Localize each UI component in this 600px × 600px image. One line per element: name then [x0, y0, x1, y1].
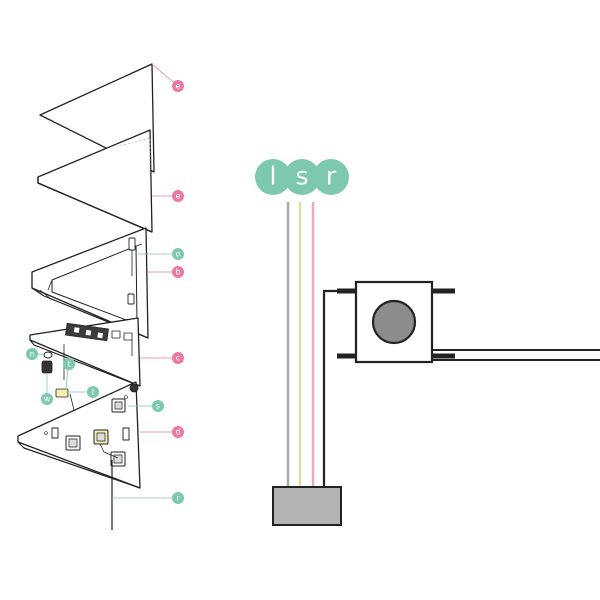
callout-board: c: [172, 352, 184, 364]
callout-cap: w: [41, 393, 53, 405]
svg-text:r: r: [326, 162, 337, 191]
svg-text:e: e: [176, 192, 181, 201]
screw-bottom: [127, 293, 135, 305]
svg-text:w: w: [44, 395, 51, 404]
cap-part: [41, 360, 53, 374]
frame: [31, 227, 178, 339]
svg-text:d: d: [175, 428, 180, 437]
svg-text:c: c: [176, 354, 180, 363]
callout-light-a: t: [63, 358, 75, 370]
circuit-board: [29, 317, 178, 387]
callout-knob: n: [26, 348, 38, 360]
wire-label-r: r: [313, 159, 349, 195]
callout-second-plate: e: [172, 190, 184, 202]
exploded-assembly: [17, 63, 179, 530]
second-plate: [37, 129, 178, 233]
bottom-plate: [17, 381, 178, 489]
svg-text:b: b: [175, 268, 180, 277]
wire-label-l: l: [255, 159, 291, 195]
switch-lead-left: [322, 289, 354, 487]
svg-text:s: s: [295, 162, 308, 191]
light-part: [55, 388, 69, 398]
svg-text:t: t: [91, 388, 94, 397]
push-button-cap: [371, 299, 417, 345]
screw-top: [128, 237, 136, 251]
callout-cable: r: [172, 492, 184, 504]
callout-frame: b: [172, 266, 184, 278]
svg-text:r: r: [176, 494, 180, 503]
callout-bottom-plate: d: [172, 426, 184, 438]
svg-text:e: e: [176, 82, 181, 91]
callout-light-b: t: [87, 386, 99, 398]
connector-block: [272, 486, 342, 526]
callout-screw: o: [172, 248, 184, 260]
svg-text:t: t: [67, 360, 70, 369]
cable: [111, 460, 178, 530]
knob-part: [43, 351, 53, 359]
svg-text:n: n: [29, 350, 34, 359]
callout-top-plate: e: [172, 80, 184, 92]
wiring-schematic: l s r: [255, 159, 600, 526]
svg-text:o: o: [176, 250, 181, 259]
callout-button-part: s: [152, 400, 164, 412]
wire-label-s: s: [284, 159, 320, 195]
svg-text:l: l: [270, 162, 277, 191]
svg-text:s: s: [156, 402, 160, 411]
